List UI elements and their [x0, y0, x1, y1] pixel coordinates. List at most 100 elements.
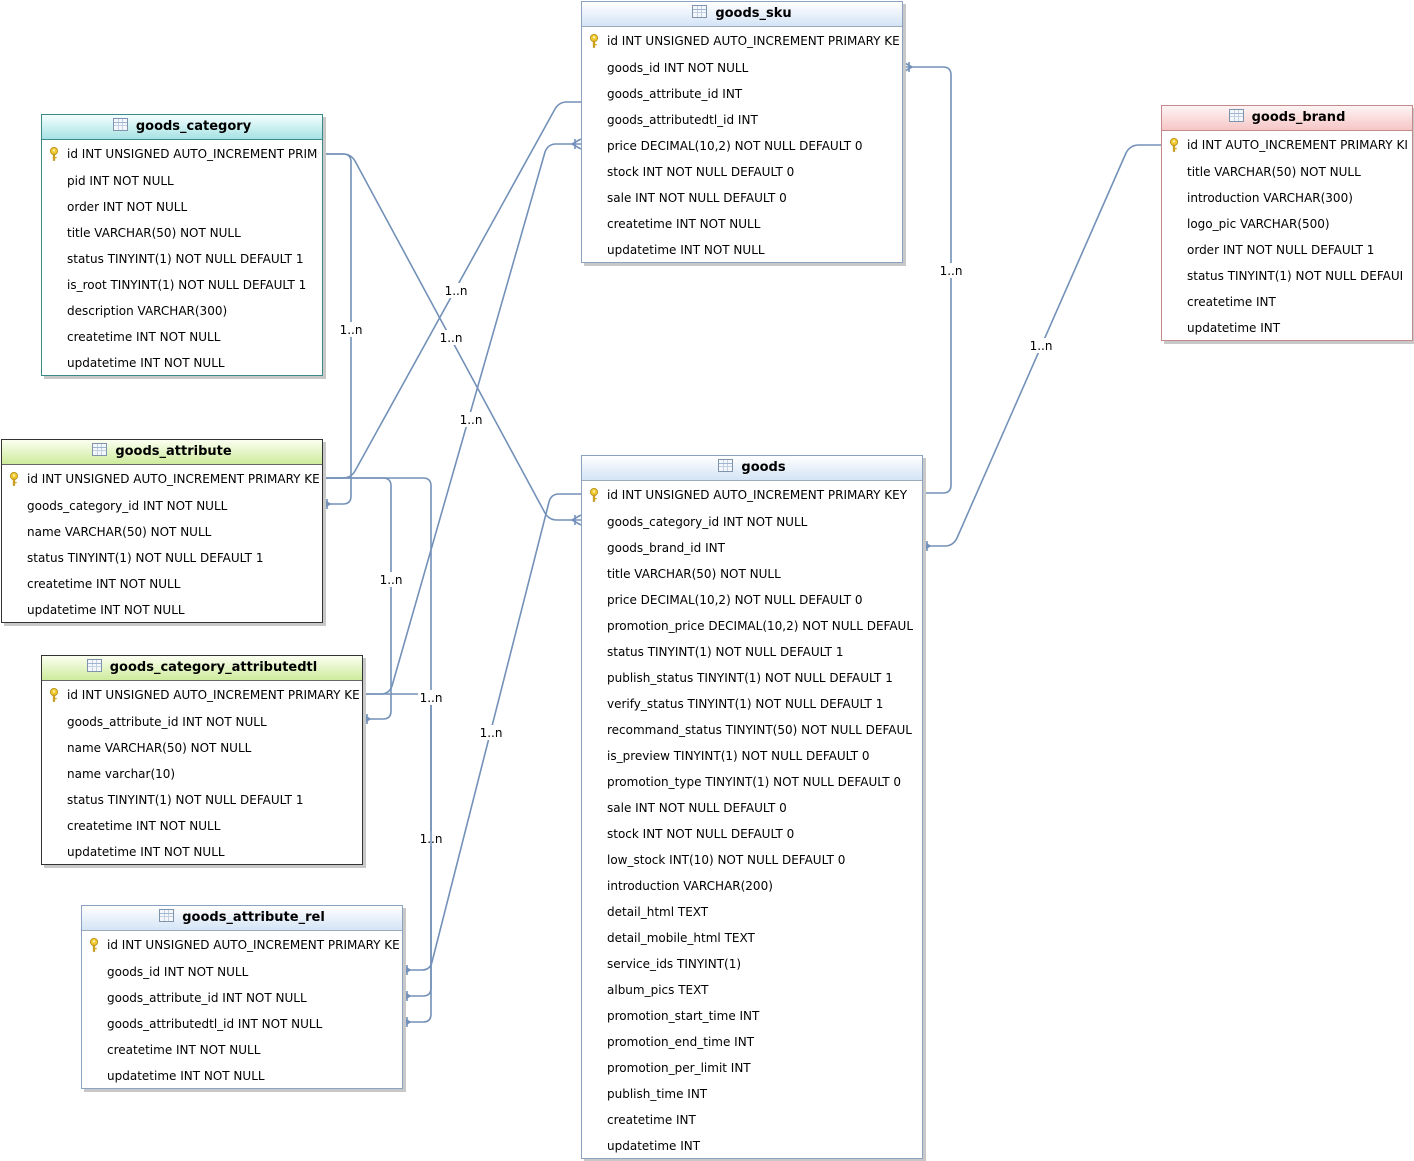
column-row[interactable]: createtime INT NOT NULL: [107, 1043, 261, 1057]
column-row[interactable]: low_stock INT(10) NOT NULL DEFAULT 0: [607, 853, 846, 867]
relationship-line[interactable]: [361, 143, 581, 695]
column-row[interactable]: recommand_status TINYINT(50) NOT NULL DE…: [607, 723, 912, 737]
column-row[interactable]: status TINYINT(1) NOT NULL DEFAULT 1: [67, 252, 304, 266]
column-row[interactable]: updatetime INT NOT NULL: [107, 1069, 265, 1083]
primary-key-column[interactable]: id INT UNSIGNED AUTO_INCREMENT PRIMARY K…: [582, 27, 902, 55]
column-row[interactable]: title VARCHAR(50) NOT NULL: [67, 226, 241, 240]
table-header[interactable]: goods_sku: [582, 2, 902, 27]
column-row[interactable]: status TINYINT(1) NOT NULL DEFAULT 1: [607, 645, 844, 659]
column-row[interactable]: createtime INT: [1187, 295, 1276, 309]
column-row[interactable]: is_preview TINYINT(1) NOT NULL DEFAULT 0: [607, 749, 870, 763]
column-row[interactable]: status TINYINT(1) NOT NULL DEFAUI: [1187, 269, 1404, 283]
column-row[interactable]: goods_id INT NOT NULL: [607, 61, 749, 75]
table-header[interactable]: goods: [582, 456, 922, 481]
column-row[interactable]: promotion_price DECIMAL(10,2) NOT NULL D…: [607, 619, 914, 633]
column-row[interactable]: createtime INT NOT NULL: [607, 217, 761, 231]
column-row[interactable]: introduction VARCHAR(300): [1187, 191, 1353, 205]
column-row[interactable]: createtime INT NOT NULL: [67, 330, 221, 344]
table-header[interactable]: goods_category: [42, 115, 322, 140]
primary-key-column[interactable]: id INT UNSIGNED AUTO_INCREMENT PRIMARY K…: [82, 931, 402, 959]
column-row[interactable]: service_ids TINYINT(1): [607, 957, 742, 971]
column-row[interactable]: sale INT NOT NULL DEFAULT 0: [607, 801, 787, 815]
relationship-line[interactable]: [401, 493, 581, 971]
column-row[interactable]: goods_category_id INT NOT NULL: [27, 499, 228, 513]
primary-key-column[interactable]: id INT UNSIGNED AUTO_INCREMENT PRIMARY K…: [42, 681, 362, 709]
column-row[interactable]: updatetime INT: [1187, 321, 1281, 335]
column-row[interactable]: promotion_type TINYINT(1) NOT NULL DEFAU…: [607, 775, 902, 789]
column-row[interactable]: introduction VARCHAR(200): [607, 879, 773, 893]
primary-key-column[interactable]: id INT AUTO_INCREMENT PRIMARY KI: [1162, 131, 1412, 159]
column-row[interactable]: goods_attribute_id INT NOT NULL: [67, 715, 267, 729]
column-row[interactable]: stock INT NOT NULL DEFAULT 0: [607, 827, 795, 841]
table-header[interactable]: goods_attribute: [2, 440, 322, 465]
relationship-line[interactable]: [321, 153, 352, 505]
column-row[interactable]: price DECIMAL(10,2) NOT NULL DEFAULT 0: [607, 139, 863, 153]
column-row[interactable]: verify_status TINYINT(1) NOT NULL DEFAUL…: [607, 697, 884, 711]
column-row[interactable]: goods_attributedtl_id INT: [607, 113, 758, 127]
primary-key-column[interactable]: id INT UNSIGNED AUTO_INCREMENT PRIMARY K…: [2, 465, 322, 493]
column-row[interactable]: status TINYINT(1) NOT NULL DEFAULT 1: [67, 793, 304, 807]
column-row[interactable]: status TINYINT(1) NOT NULL DEFAULT 1: [27, 551, 264, 565]
relationship-line[interactable]: [921, 144, 1161, 547]
table-icon: [692, 5, 708, 18]
column-row[interactable]: publish_time INT: [607, 1087, 708, 1101]
column-row[interactable]: createtime INT NOT NULL: [27, 577, 181, 591]
rel-attr-sku[interactable]: 1..n: [321, 96, 592, 479]
column-row[interactable]: publish_status TINYINT(1) NOT NULL DEFAU…: [607, 671, 893, 685]
table-header[interactable]: goods_attribute_rel: [82, 906, 402, 931]
column-row[interactable]: price DECIMAL(10,2) NOT NULL DEFAULT 0: [607, 593, 863, 607]
column-row[interactable]: createtime INT: [607, 1113, 696, 1127]
column-row[interactable]: order INT NOT NULL: [67, 200, 188, 214]
column-row[interactable]: album_pics TEXT: [607, 983, 709, 997]
primary-key-column[interactable]: id INT UNSIGNED AUTO_INCREMENT PRIM: [42, 140, 322, 168]
column-row[interactable]: name VARCHAR(50) NOT NULL: [67, 741, 252, 755]
column-row[interactable]: name VARCHAR(50) NOT NULL: [27, 525, 212, 539]
column-row[interactable]: goods_attribute_id INT NOT NULL: [107, 991, 307, 1005]
rel-sku-goods[interactable]: 1..n: [902, 61, 964, 494]
column-row[interactable]: updatetime INT NOT NULL: [27, 603, 185, 617]
column-row[interactable]: promotion_end_time INT: [607, 1035, 755, 1049]
column-row[interactable]: order INT NOT NULL DEFAULT 1: [1187, 243, 1375, 257]
column-row[interactable]: goods_id INT NOT NULL: [107, 965, 249, 979]
rel-brand-goods[interactable]: 1..n: [920, 144, 1161, 552]
column-row[interactable]: is_root TINYINT(1) NOT NULL DEFAULT 1: [67, 278, 307, 292]
rel-dtl-sku[interactable]: 1..n: [361, 138, 582, 695]
rel-goods-rel[interactable]: 1..n: [400, 493, 581, 976]
column-row[interactable]: name varchar(10): [67, 767, 176, 781]
column-row[interactable]: promotion_per_limit INT: [607, 1061, 751, 1075]
column-row[interactable]: detail_html TEXT: [607, 905, 709, 919]
column-row[interactable]: goods_attributedtl_id INT NOT NULL: [107, 1017, 323, 1031]
rel-cat-goods[interactable]: 1..n: [321, 153, 582, 526]
relationship-line[interactable]: [321, 153, 581, 521]
column-row[interactable]: createtime INT NOT NULL: [67, 819, 221, 833]
column-row[interactable]: promotion_start_time INT: [607, 1009, 760, 1023]
column-row[interactable]: pid INT NOT NULL: [67, 174, 174, 188]
column-row[interactable]: goods_category_id INT NOT NULL: [607, 515, 808, 529]
relationship-line[interactable]: [903, 66, 952, 494]
table-header[interactable]: goods_brand: [1162, 106, 1412, 131]
column-row[interactable]: description VARCHAR(300): [67, 304, 228, 318]
column-row[interactable]: updatetime INT NOT NULL: [607, 243, 765, 257]
table-header[interactable]: goods_category_attributedtl: [42, 656, 362, 681]
column-row[interactable]: logo_pic VARCHAR(500): [1187, 217, 1330, 231]
column-row[interactable]: goods_brand_id INT: [607, 541, 725, 555]
column-row[interactable]: title VARCHAR(50) NOT NULL: [607, 567, 781, 581]
primary-key-column[interactable]: id INT UNSIGNED AUTO_INCREMENT PRIMARY K…: [582, 481, 922, 509]
relationship-line[interactable]: [321, 101, 591, 479]
column-row[interactable]: title VARCHAR(50) NOT NULL: [1187, 165, 1361, 179]
column-row[interactable]: goods_attribute_id INT: [607, 87, 743, 101]
column-row[interactable]: updatetime INT: [607, 1139, 701, 1153]
column-row[interactable]: detail_mobile_html TEXT: [607, 931, 755, 945]
column-row[interactable]: stock INT NOT NULL DEFAULT 0: [607, 165, 795, 179]
column-row[interactable]: sale INT NOT NULL DEFAULT 0: [607, 191, 787, 205]
rel-cat-attr[interactable]: 1..n: [320, 153, 364, 510]
column-row[interactable]: updatetime INT NOT NULL: [67, 845, 225, 859]
column-row[interactable]: updatetime INT NOT NULL: [67, 356, 225, 370]
